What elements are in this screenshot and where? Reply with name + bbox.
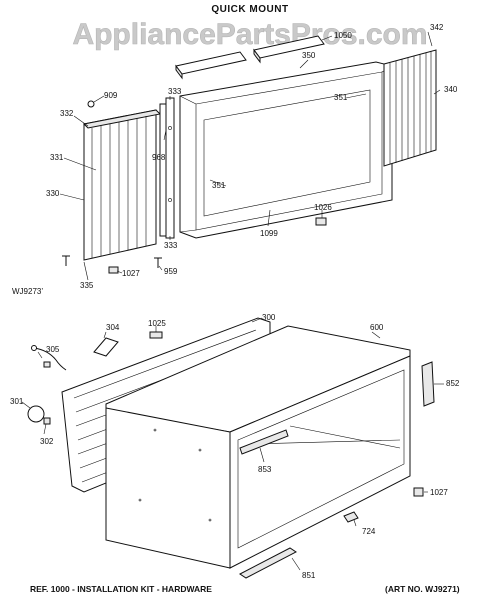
right-side-curtain [383, 49, 437, 167]
part-label-330: 330 [46, 189, 60, 198]
bracket-1025 [149, 331, 163, 339]
part-label-1025: 1025 [148, 319, 166, 328]
part-label-350: 350 [302, 51, 316, 60]
part-label-301: 301 [10, 397, 24, 406]
part-label-332: 332 [60, 109, 74, 118]
mounting-frame [179, 61, 393, 239]
leader-lines-bottom [21, 317, 444, 571]
left-side-curtain [82, 109, 162, 261]
clip-304 [93, 337, 119, 357]
top-strip-left [175, 51, 247, 80]
footer-art-number: (ART NO. WJ9271) [385, 584, 460, 594]
part-label-335: 335 [80, 281, 94, 290]
screw-959 [154, 257, 162, 268]
part-label-909: 909 [104, 91, 118, 100]
part-label-968: 968 [152, 153, 166, 162]
clip-1027-top [108, 266, 119, 274]
part-label-351-bottom: 351 [212, 181, 226, 190]
rail-853 [239, 429, 289, 455]
part-label-600: 600 [370, 323, 384, 332]
part-label-304: 304 [106, 323, 120, 332]
footer-reference: REF. 1000 - INSTALLATION KIT - HARDWARE [30, 584, 212, 594]
rail-851 [239, 547, 297, 579]
part-label-331: 331 [50, 153, 64, 162]
part-label-853: 853 [258, 465, 272, 474]
top-strip-right [253, 35, 325, 64]
clip-724 [343, 511, 359, 523]
side-channel [159, 97, 175, 239]
drawing-code: WJ9273’ [12, 287, 43, 296]
part-label-333-bottom: 333 [164, 241, 178, 250]
part-label-1050: 1050 [334, 31, 352, 40]
part-label-851: 851 [302, 571, 316, 580]
part-label-959: 959 [164, 267, 178, 276]
part-label-342: 342 [430, 23, 444, 32]
part-label-1026: 1026 [314, 203, 332, 212]
part-label-724: 724 [362, 527, 376, 536]
screw-335 [62, 255, 70, 266]
knob-302 [43, 417, 51, 425]
side-bracket-852 [421, 361, 435, 407]
part-label-1027-top: 1027 [122, 269, 140, 278]
watermark: AppliancePartsPros.com [72, 18, 427, 51]
part-label-852: 852 [446, 379, 460, 388]
part-label-333-top: 333 [168, 87, 182, 96]
part-label-1099: 1099 [260, 229, 278, 238]
cabinet-case [105, 325, 411, 569]
cord-305 [31, 345, 67, 371]
screw-909 [87, 100, 95, 108]
leader-lines-top [59, 31, 441, 281]
knob-301 [27, 405, 45, 423]
part-label-340: 340 [444, 85, 458, 94]
part-label-1027-bottom: 1027 [430, 488, 448, 497]
clip-1027-bottom [413, 487, 424, 497]
part-label-305: 305 [46, 345, 60, 354]
part-label-302: 302 [40, 437, 54, 446]
part-label-351-top: 351 [334, 93, 348, 102]
part-label-300: 300 [262, 313, 276, 322]
bracket-1026 [315, 217, 327, 226]
diagram-title: QUICK MOUNT [211, 4, 288, 15]
